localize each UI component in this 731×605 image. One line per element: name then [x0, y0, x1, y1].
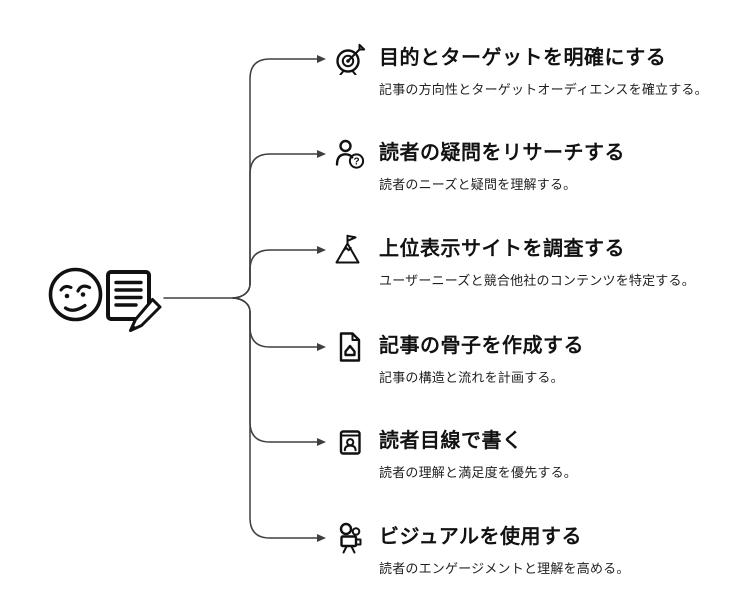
mindmap-node: 読者目線で書く 読者の理解と満足度を優先する。	[334, 425, 577, 481]
node-title: 目的とターゲットを明確にする	[379, 47, 667, 69]
node-description: 読者の理解と満足度を優先する。	[379, 465, 578, 480]
node-title: 上位表示サイトを調査する	[379, 238, 625, 260]
connector-path	[232, 297, 318, 539]
reader-card-icon	[334, 426, 366, 458]
mindmap-node: 記事の骨子を作成する 記事の構造と流れを計画する。	[334, 330, 584, 386]
arrowhead-icon	[317, 343, 326, 351]
person-question-icon: ?	[334, 138, 366, 170]
arrowhead-icon	[317, 438, 326, 446]
node-title: 読者目線で書く	[379, 430, 523, 452]
confused-face-icon	[47, 266, 104, 328]
svg-text:?: ?	[353, 157, 359, 168]
connector-path	[232, 297, 318, 443]
node-title: ビジュアルを使用する	[379, 526, 582, 548]
page-house-icon	[334, 331, 366, 363]
mindmap-node: 上位表示サイトを調査する ユーザーニーズと競合他社のコンテンツを特定する。	[334, 233, 695, 289]
mindmap-node: 目的とターゲットを明確にする 記事の方向性とターゲットオーディエンスを確立する。	[334, 42, 708, 98]
connector-path	[232, 297, 318, 348]
node-description: 読者のニーズと疑問を理解する。	[379, 177, 577, 192]
target-dart-icon	[334, 43, 366, 75]
movie-camera-icon	[334, 522, 366, 554]
document-pencil-icon	[103, 266, 167, 339]
mindmap-node: ? 読者の疑問をリサーチする 読者のニーズと疑問を理解する。	[334, 137, 625, 193]
arrowhead-icon	[317, 55, 326, 63]
node-description: 記事の方向性とターゲットオーディエンスを確立する。	[379, 82, 708, 97]
node-description: ユーザーニーズと競合他社のコンテンツを特定する。	[379, 273, 695, 288]
node-description: 読者のエンゲージメントと理解を高める。	[379, 561, 630, 576]
connector-path	[232, 58, 318, 299]
node-title: 読者の疑問をリサーチする	[379, 142, 625, 164]
mindmap-node: ビジュアルを使用する 読者のエンゲージメントと理解を高める。	[334, 521, 630, 577]
node-title: 記事の骨子を作成する	[379, 335, 584, 357]
connector-path	[232, 153, 318, 299]
arrowhead-icon	[317, 150, 326, 158]
connector-path	[232, 249, 318, 299]
mountain-flag-icon	[334, 234, 366, 266]
arrowhead-icon	[317, 246, 326, 254]
node-description: 記事の構造と流れを計画する。	[379, 370, 564, 385]
arrowhead-icon	[317, 534, 326, 542]
